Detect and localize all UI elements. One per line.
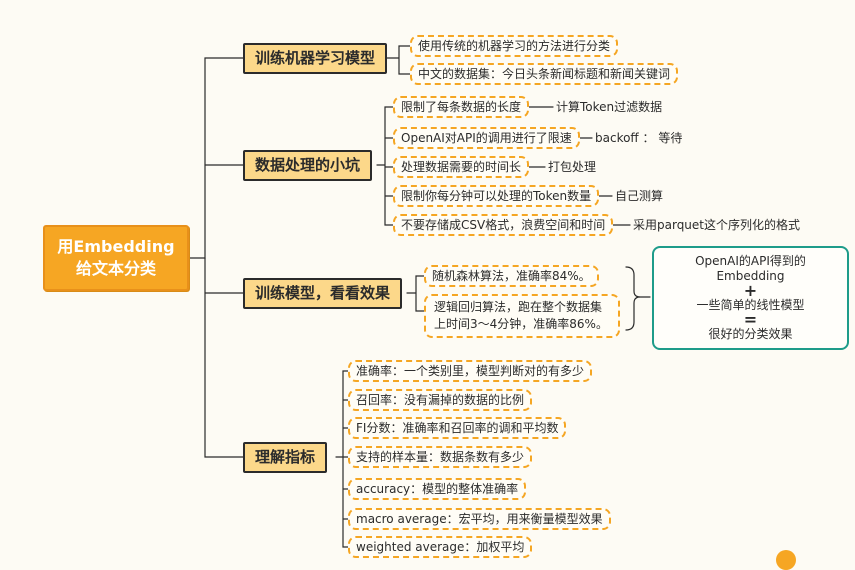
summary-line-2: Embedding	[716, 269, 785, 283]
summary-equals: =	[743, 310, 758, 329]
link-root-topic-4	[204, 257, 244, 458]
central-topic-line-2: 给文本分类	[75, 259, 156, 278]
subtopic-precision[interactable]: 准确率：一个类别里，模型判断对的有多少	[348, 360, 593, 382]
link-topic-1-items	[386, 45, 411, 75]
subtopic-f1-score[interactable]: FI分数：准确率和召回率的调和平均数	[348, 417, 567, 439]
note-batching: 打包处理	[548, 160, 597, 174]
central-topic[interactable]: 用Embedding 给文本分类	[43, 225, 189, 291]
link-root-topic-1	[188, 57, 244, 259]
subtopic-processing-time[interactable]: 处理数据需要的时间长	[393, 156, 530, 178]
mind-map: 用Embedding 给文本分类 训练机器学习模型 使用传统的机器学习的方法进行…	[43, 35, 849, 570]
summary-line-3: 一些简单的线性模型	[696, 298, 805, 312]
subtopic-weighted-average[interactable]: weighted average：加权平均	[348, 536, 533, 558]
subtopic-avoid-csv[interactable]: 不要存储成CSV格式，浪费空间和时间	[393, 214, 614, 236]
subtopic-traditional-ml[interactable]: 使用传统的机器学习的方法进行分类	[410, 35, 619, 57]
note-self-measure: 自己测算	[615, 189, 664, 203]
floating-action-dot[interactable]	[776, 550, 796, 570]
subtopic-accuracy[interactable]: accuracy：模型的整体准确率	[348, 478, 527, 500]
link-topic-2-items	[376, 106, 394, 226]
topic-understand-metrics[interactable]: 理解指标	[243, 442, 328, 473]
subtopic-random-forest[interactable]: 随机森林算法，准确率84%。	[424, 265, 599, 287]
summary-box[interactable]: OpenAI的API得到的 Embedding + 一些简单的线性模型 = 很好…	[652, 246, 849, 350]
topic-train-ml-model[interactable]: 训练机器学习模型	[243, 43, 388, 74]
topic-data-processing-pitfalls[interactable]: 数据处理的小坑	[243, 150, 373, 181]
subtopic-length-limit[interactable]: 限制了每条数据的长度	[393, 96, 530, 118]
topic-train-and-evaluate[interactable]: 训练模型，看看效果	[243, 278, 403, 309]
note-parquet: 采用parquet这个序列化的格式	[633, 218, 801, 232]
note-token-filter: 计算Token过滤数据	[556, 100, 663, 114]
subtopic-chinese-dataset[interactable]: 中文的数据集：今日头条新闻标题和新闻关键词	[410, 63, 679, 85]
summary-line-4: 很好的分类效果	[708, 327, 793, 341]
subtopic-rate-limit[interactable]: OpenAI对API的调用进行了限速	[393, 127, 580, 149]
link-topic-4-items	[335, 370, 349, 548]
subtopic-token-per-minute[interactable]: 限制你每分钟可以处理的Token数量	[393, 185, 600, 207]
summary-line-1: OpenAI的API得到的	[695, 254, 806, 268]
subtopic-support[interactable]: 支持的样本量：数据条数有多少	[348, 446, 533, 468]
subtopic-logistic-regression[interactable]: 逻辑回归算法，跑在整个数据集上时间3～4分钟，准确率86%。	[424, 294, 620, 338]
note-backoff: backoff ： 等待	[595, 131, 683, 145]
subtopic-recall[interactable]: 召回率：没有漏掉的数据的比例	[348, 389, 533, 411]
summary-plus: +	[743, 281, 758, 300]
link-topic-3-items	[406, 275, 425, 312]
central-topic-line-1: 用Embedding	[57, 237, 175, 256]
subtopic-macro-average[interactable]: macro average：宏平均，用来衡量模型效果	[348, 508, 611, 530]
link-topic-3-brace	[625, 266, 641, 331]
